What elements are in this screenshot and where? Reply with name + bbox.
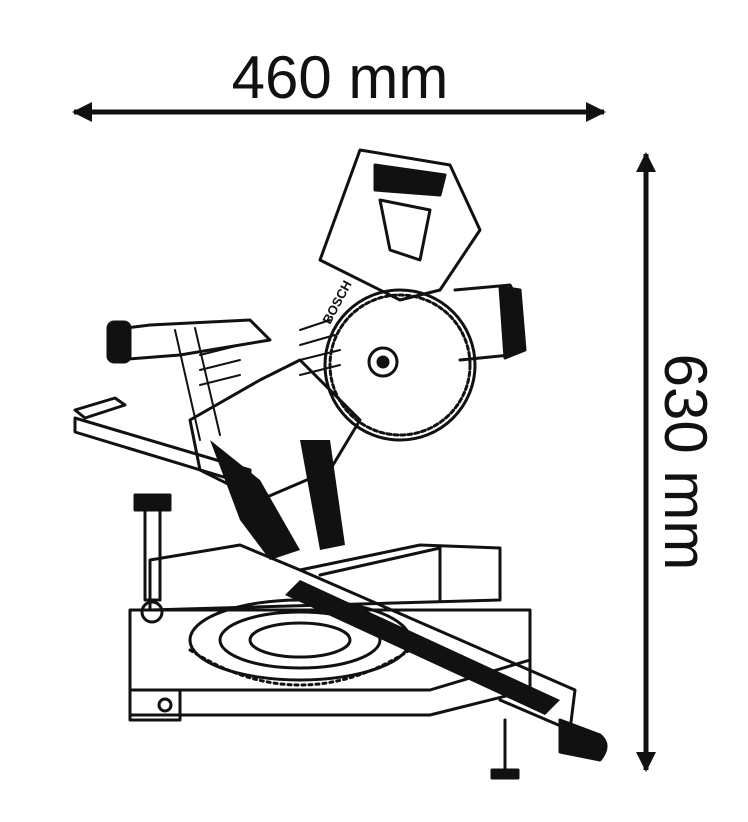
miter-saw-illustration (73, 148, 608, 780)
front-knob (558, 718, 608, 762)
slide-rail (285, 580, 560, 715)
blade-arbor (367, 346, 399, 378)
saw-arm (188, 358, 362, 502)
saw-handle (108, 318, 272, 362)
brand-marking: BOSCH (319, 278, 354, 326)
saw-fence (148, 543, 502, 612)
blade-guard (318, 148, 482, 302)
saw-blade (323, 288, 477, 442)
height-dimension-label: 630 mm (652, 353, 719, 571)
width-dimension-label: 460 mm (231, 44, 449, 111)
